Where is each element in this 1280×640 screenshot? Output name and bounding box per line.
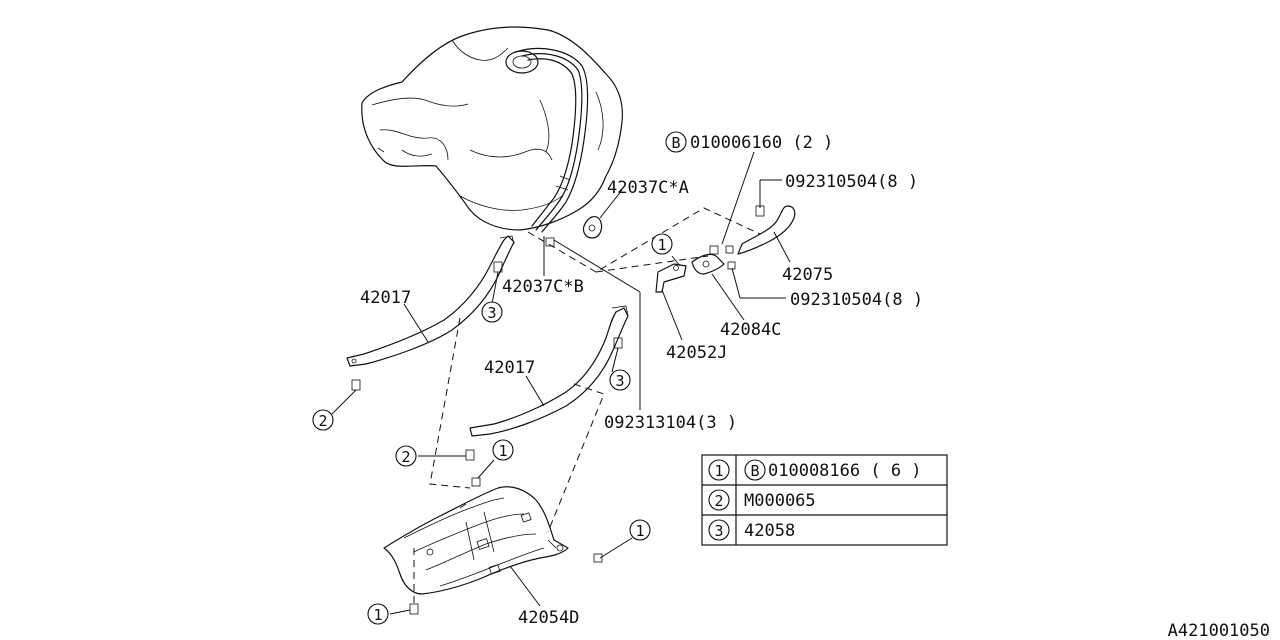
leader-lines	[331, 151, 791, 615]
label-clip-long: 092313104(3 )	[604, 413, 737, 433]
label-protector: 42054D	[518, 608, 579, 628]
label-band-left: 42017	[360, 288, 411, 308]
fuel-band-left	[346, 235, 515, 367]
callout-2-mid: 2	[395, 445, 417, 467]
callout-1-label: 1	[373, 606, 382, 624]
label-bolt-b-top: 010006160 (2 )	[690, 133, 833, 153]
bolts	[351, 237, 623, 615]
label-clip-mid: 092310504(8 )	[790, 290, 923, 310]
callout-1-mid: 1	[492, 439, 514, 461]
bracket-42052J	[655, 263, 687, 293]
grommet-a	[582, 216, 603, 239]
callout-2-label: 2	[318, 412, 327, 430]
legend-key: 3	[714, 522, 723, 540]
legend-table: 1 B 010008166 ( 6 ) 2 M000065 3 42058	[701, 454, 948, 546]
callout-3-left: 3	[481, 301, 503, 323]
legend-value: 010008166 ( 6 )	[768, 461, 922, 481]
fuel-tank	[361, 26, 623, 233]
callout-1-label: 1	[498, 442, 507, 460]
label-clip-top: 092310504(8 )	[785, 172, 918, 192]
fuel-tank-protector	[383, 486, 569, 595]
callout-2-left: 2	[312, 409, 334, 431]
legend-row-2: 2 M000065	[708, 489, 816, 511]
callout-3-right: 3	[609, 369, 631, 391]
callout-2-label: 2	[401, 448, 410, 466]
assembly-dash-lines	[413, 207, 761, 604]
label-band-right: 42017	[484, 358, 535, 378]
legend-key: 2	[714, 492, 723, 510]
callout-b-letter: B	[671, 134, 680, 152]
label-connector: 42084C	[720, 320, 781, 340]
legend-value: M000065	[744, 491, 816, 511]
label-hose: 42075	[782, 265, 833, 285]
legend-value: 42058	[744, 521, 795, 541]
callout-b-top: B	[665, 131, 687, 153]
callout-1-right: 1	[629, 519, 651, 541]
callout-1-bottom: 1	[367, 603, 389, 625]
label-bracket: 42052J	[666, 343, 727, 363]
legend-row-1: 1 B 010008166 ( 6 )	[708, 459, 922, 481]
callout-3-label: 3	[487, 304, 496, 322]
legend-row-3: 3 42058	[708, 519, 795, 541]
label-grommet-a: 42037C*A	[607, 178, 689, 198]
diagram-id: A421001050	[1168, 621, 1270, 640]
legend-prefix: B	[750, 462, 759, 480]
legend-key: 1	[714, 462, 723, 480]
fuel-band-right	[469, 305, 629, 437]
connector-42084C	[691, 245, 736, 275]
label-grommet-b: 42037C*B	[502, 277, 584, 297]
callout-1-label: 1	[657, 236, 666, 254]
callout-1-bracket: 1	[651, 233, 673, 255]
hose-42075	[737, 205, 796, 255]
callout-3-label: 3	[615, 372, 624, 390]
callout-1-label: 1	[635, 522, 644, 540]
